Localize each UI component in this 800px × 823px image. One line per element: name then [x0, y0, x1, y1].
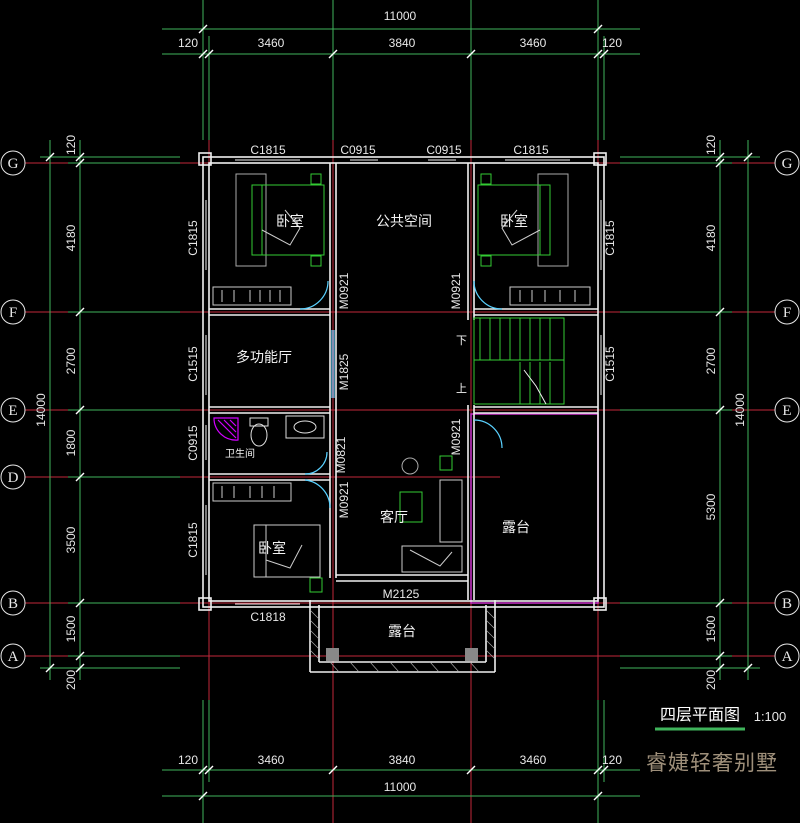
dim-bottom-120-right: 120	[602, 753, 622, 767]
bathroom-fixtures	[213, 417, 239, 441]
code-m0921-stair: M0921	[449, 418, 463, 455]
dimension-texts: 11000 120 3460 3840 3460 120 120 3460 38…	[34, 9, 747, 794]
bed-ne	[477, 173, 569, 267]
axis-d-left: D	[8, 470, 19, 486]
dim-left-2700: 2700	[64, 347, 78, 374]
code-m0921-sw: M0921	[337, 481, 351, 518]
axis-g-right: G	[782, 156, 793, 172]
living-furniture	[399, 455, 463, 573]
code-c1818: C1818	[250, 610, 286, 624]
code-c1515-left: C1515	[186, 346, 200, 382]
dim-top-120-left: 120	[178, 36, 198, 50]
doors	[299, 280, 503, 509]
code-m1825: M1825	[337, 353, 351, 390]
dim-top-120-right: 120	[602, 36, 622, 50]
dim-left-1500: 1500	[64, 615, 78, 642]
room-bathroom: 卫生间	[225, 447, 255, 460]
room-terrace-south: 露台	[388, 624, 416, 640]
wardrobe-sw	[212, 482, 292, 502]
toilet-and-sink	[249, 415, 325, 447]
dim-left-4180: 4180	[64, 224, 78, 251]
axis-grid-lines	[25, 0, 775, 823]
code-m2125: M2125	[383, 587, 420, 601]
dim-bottom-3460-left: 3460	[258, 753, 285, 767]
dim-left-1800: 1800	[64, 429, 78, 456]
stair-down-mark: 下	[456, 334, 467, 347]
dim-right-2700: 2700	[704, 347, 718, 374]
east-terrace-outline	[470, 413, 599, 604]
axis-e-right: E	[782, 403, 791, 419]
axis-e-left: E	[8, 403, 17, 419]
dim-bottom-3840: 3840	[389, 753, 416, 767]
balcony-railing	[309, 609, 496, 673]
dim-left-overall: 14000	[34, 393, 48, 427]
dim-right-200: 200	[704, 670, 718, 690]
code-c0915-left: C0915	[186, 425, 200, 461]
opening-codes: C1815 C0915 C0915 C1815 C1815 C1815 M092…	[186, 143, 617, 624]
dim-top-overall: 11000	[384, 9, 417, 23]
dim-bottom-3460-right: 3460	[520, 753, 547, 767]
code-m0921-ne: M0921	[449, 272, 463, 309]
code-m0921-nw: M0921	[337, 272, 351, 309]
dimension-lines	[40, 0, 760, 823]
bed-nw	[235, 173, 325, 267]
room-labels: 卧室 公共空间 卧室 多功能厅 卫生间 客厅 卧室 露台 露台	[225, 213, 530, 640]
stair-up-mark: 上	[456, 382, 467, 395]
axis-bubbles	[0, 150, 800, 669]
room-living: 客厅	[380, 509, 408, 526]
dim-bottom-overall: 11000	[384, 780, 417, 794]
code-c1815-right-ne: C1815	[603, 220, 617, 256]
wardrobe-nw	[212, 286, 292, 306]
drawing-scale: 1:100	[754, 709, 787, 724]
dim-left-200: 200	[64, 670, 78, 690]
dim-left-120: 120	[64, 135, 78, 155]
room-public-space: 公共空间	[376, 214, 432, 230]
room-multi-hall: 多功能厅	[236, 349, 292, 366]
wardrobe-ne	[509, 286, 591, 306]
axis-labels: G G F F E E D B B A A	[8, 156, 793, 665]
dim-right-overall: 14000	[733, 393, 747, 427]
code-c1815-left-nw: C1815	[186, 220, 200, 256]
code-c1815-top-left: C1815	[250, 143, 286, 157]
dim-bottom-120-left: 120	[178, 753, 198, 767]
code-c1815-top-right: C1815	[513, 143, 549, 157]
axis-g-left: G	[8, 156, 19, 172]
axis-b-left: B	[8, 596, 18, 612]
room-bedroom-sw: 卧室	[258, 540, 286, 557]
drawing-title: 四层平面图	[660, 705, 740, 724]
axis-a-left: A	[8, 649, 19, 665]
room-terrace-east: 露台	[502, 520, 530, 536]
stair	[473, 317, 565, 405]
axis-a-right: A	[782, 649, 793, 665]
code-c1515-right: C1515	[603, 346, 617, 382]
dim-top-3840: 3840	[389, 36, 416, 50]
balcony-posts	[326, 648, 478, 661]
windows	[205, 159, 602, 605]
room-bedroom-nw: 卧室	[276, 213, 304, 230]
dim-right-1500: 1500	[704, 615, 718, 642]
dim-right-5300: 5300	[704, 493, 718, 520]
dim-right-120: 120	[704, 135, 718, 155]
code-c0915-top-2: C0915	[426, 143, 462, 157]
dim-left-3500: 3500	[64, 526, 78, 553]
axis-b-right: B	[782, 596, 792, 612]
bed-sw	[253, 524, 323, 593]
dim-top-3460-right: 3460	[520, 36, 547, 50]
code-c1815-left-sw: C1815	[186, 522, 200, 558]
code-c0915-top-1: C0915	[340, 143, 376, 157]
code-m0821: M0821	[334, 436, 348, 473]
axis-f-right: F	[783, 305, 791, 321]
dim-right-4180: 4180	[704, 224, 718, 251]
brand-watermark: 睿婕轻奢别墅	[646, 751, 778, 775]
axis-f-left: F	[9, 305, 17, 321]
room-bedroom-ne: 卧室	[500, 213, 528, 230]
dimension-ticks	[45, 24, 753, 801]
dim-top-3460-left: 3460	[258, 36, 285, 50]
